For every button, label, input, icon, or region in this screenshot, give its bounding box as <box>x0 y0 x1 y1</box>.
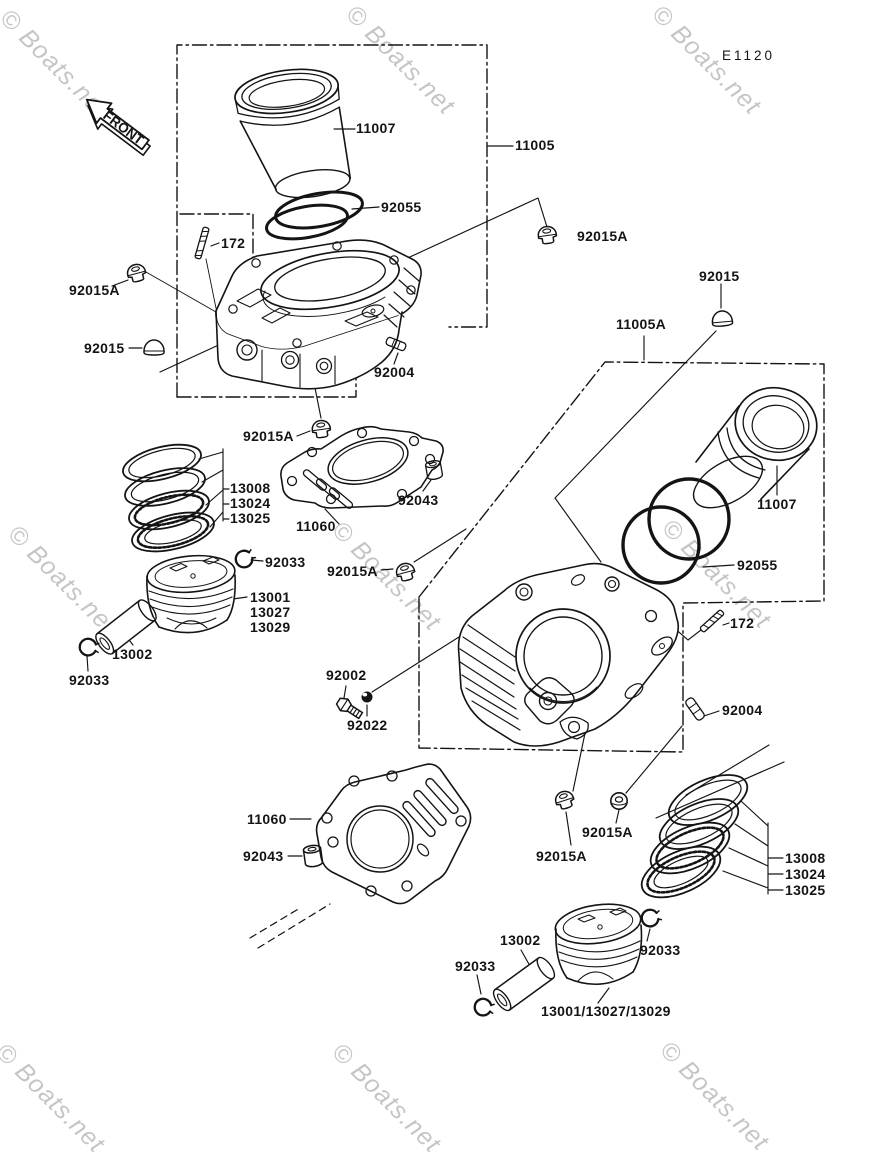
circlip-92033-3 <box>640 908 663 928</box>
part-label-13025: 13025 <box>785 882 826 898</box>
part-label-92015A: 92015A <box>327 563 378 579</box>
bolt-92002 <box>335 697 364 720</box>
cap-92015A-bottom-right <box>610 792 628 810</box>
part-label-11060: 11060 <box>296 518 336 534</box>
part-label-92055: 92055 <box>381 199 422 215</box>
part-label-92033: 92033 <box>265 554 306 570</box>
part-label-92015A: 92015A <box>69 282 120 298</box>
part-label-11007: 11007 <box>356 120 396 136</box>
circlip-92033-1 <box>234 549 257 569</box>
ring-bracket-right <box>722 800 784 895</box>
part-label-92015A: 92015A <box>243 428 294 444</box>
part-label-11005: 11005 <box>515 137 555 153</box>
part-label-92043: 92043 <box>243 848 284 864</box>
cylinder-block-top <box>215 239 422 390</box>
ring-bracket-left <box>198 448 230 528</box>
cap-92015A-upper-right <box>537 225 558 245</box>
pin-92004-right <box>685 697 705 721</box>
cap-92015A-mid <box>311 419 332 439</box>
washer-92022 <box>361 691 373 703</box>
part-label-172: 172 <box>730 615 755 631</box>
assembly-box-11005A <box>418 361 825 753</box>
cylinder-block-right <box>457 562 680 747</box>
part-label-13001: 13001 <box>250 589 291 605</box>
part-label-92004: 92004 <box>722 702 763 718</box>
cap-92015-right <box>711 310 734 327</box>
circlip-92033-2 <box>78 637 100 657</box>
piston-right <box>554 903 643 986</box>
piston-pin-left <box>95 599 157 655</box>
o-ring-top <box>265 190 364 241</box>
part-label-13002: 13002 <box>112 646 153 662</box>
cap-92015A-left <box>126 263 147 283</box>
o-ring-right <box>621 477 731 585</box>
cap-92015-left <box>143 339 165 356</box>
part-label-92015: 92015 <box>699 268 740 284</box>
piston-left <box>146 554 236 634</box>
head-gasket-top <box>280 425 444 509</box>
piston-pin-right <box>492 956 556 1012</box>
part-label-92022: 92022 <box>347 717 388 733</box>
dowel-92043-top <box>424 460 444 480</box>
part-label-92043: 92043 <box>398 492 439 508</box>
part-label-13025: 13025 <box>230 510 271 526</box>
part-label-13008: 13008 <box>230 480 271 496</box>
part-label-13029: 13029 <box>250 619 291 635</box>
part-label-13024: 13024 <box>230 495 271 511</box>
part-label-92033: 92033 <box>455 958 496 974</box>
part-label-92033: 92033 <box>69 672 110 688</box>
part-label-92002: 92002 <box>326 667 367 683</box>
part-label-13027: 13027 <box>250 604 291 620</box>
cylinder-sleeve-top <box>234 68 352 199</box>
part-label-92015: 92015 <box>84 340 125 356</box>
part-label-92015A: 92015A <box>577 228 628 244</box>
piston-rings-left <box>122 443 215 553</box>
part-label-92055: 92055 <box>737 557 778 573</box>
cap-92015A-mid2 <box>395 562 416 582</box>
part-label-92033: 92033 <box>640 942 681 958</box>
part-label-13008: 13008 <box>785 850 826 866</box>
part-label-13024: 13024 <box>785 866 826 882</box>
cap-92015A-bottom-left <box>554 790 575 810</box>
cylinder-sleeve-right <box>692 386 818 509</box>
dowel-92043-bottom <box>302 844 324 868</box>
piston-rings-right <box>640 774 749 899</box>
circlip-92033-4 <box>473 997 495 1017</box>
stud-172-right <box>699 609 725 633</box>
front-arrow: FRONT <box>85 98 151 157</box>
part-label-13002: 13002 <box>500 932 541 948</box>
part-label-92015A: 92015A <box>582 824 633 840</box>
pin-92004-top <box>385 336 407 352</box>
part-label-92015A: 92015A <box>536 848 587 864</box>
head-gasket-bottom <box>315 763 472 905</box>
part-label-11060: 11060 <box>247 811 287 827</box>
leader-lines <box>86 128 785 1004</box>
part-label-11007: 11007 <box>757 496 797 512</box>
part-label-172: 172 <box>221 235 246 251</box>
part-label-11005A: 11005A <box>616 316 667 332</box>
part-label-92004: 92004 <box>374 364 415 380</box>
part-label-13001-13027-13029: 13001/13027/13029 <box>541 1003 671 1019</box>
stud-172-top <box>194 226 210 260</box>
part-label-E1120: E1120 <box>722 48 776 63</box>
